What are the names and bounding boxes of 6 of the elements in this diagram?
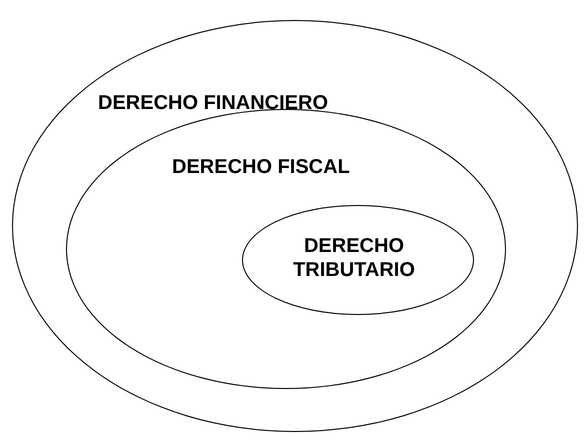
ellipse-region	[242, 205, 474, 315]
region-label: DERECHO FINANCIERO	[98, 91, 328, 115]
region-label: DERECHO TRIBUTARIO	[292, 234, 416, 282]
ellipse-region	[66, 109, 506, 389]
ellipse-region	[12, 20, 578, 432]
region-label: DERECHO FISCAL	[172, 155, 350, 179]
